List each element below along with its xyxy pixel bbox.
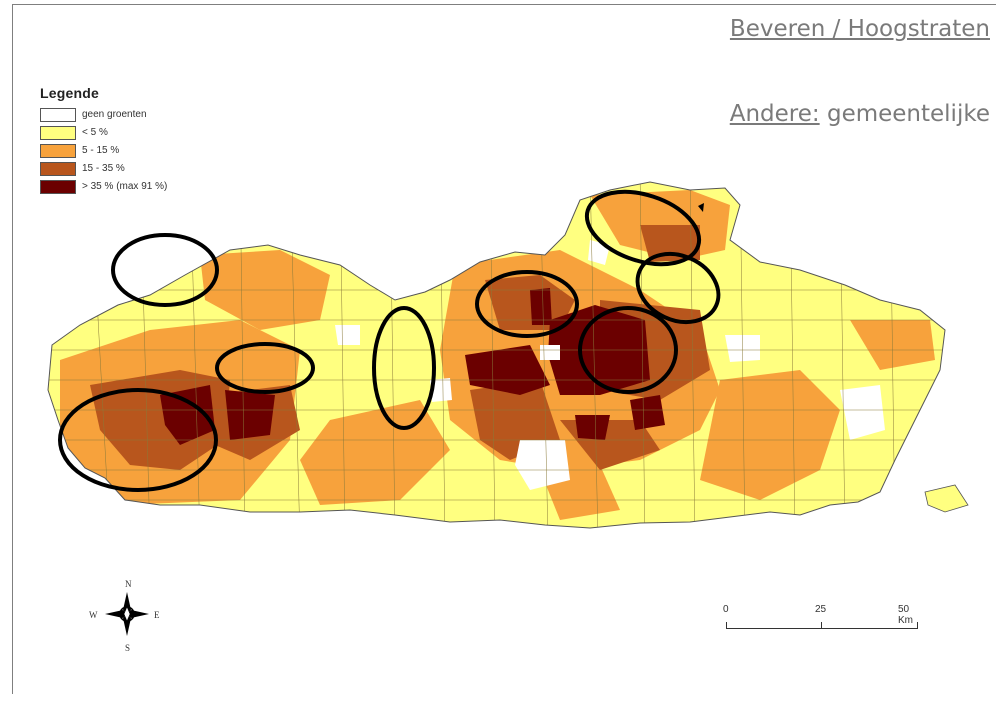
legend-label: 15 - 35 % bbox=[82, 163, 125, 174]
headline-line2-rest: gemeentelijke bbox=[819, 101, 990, 127]
annotation-ellipses bbox=[58, 189, 721, 492]
map-zone-white-center bbox=[515, 440, 570, 490]
legend-swatch-15-35 bbox=[40, 161, 76, 176]
headline-andere: Andere: gemeentelijke bbox=[730, 101, 990, 127]
headline-beveren-hoogstraten: Beveren / Hoogstraten bbox=[730, 16, 990, 42]
map-zone-center-brown bbox=[485, 275, 575, 330]
legend-label: 5 - 15 % bbox=[82, 145, 120, 156]
scale-label-25: 25 bbox=[815, 604, 827, 615]
legend-label: > 35 % (max 91 %) bbox=[82, 181, 168, 192]
map-enclave-north bbox=[698, 203, 704, 212]
slide-frame bbox=[12, 4, 996, 694]
legend-title: Legende bbox=[40, 85, 99, 101]
annotation-ellipse-beveren bbox=[475, 270, 579, 338]
compass-s: S bbox=[125, 643, 130, 653]
headline-line2-underlined: Andere: bbox=[729, 101, 820, 127]
map-legend: Legende geen groenten < 5 % 5 - 15 % 15 … bbox=[40, 85, 167, 197]
map-zone-white-center4 bbox=[540, 345, 560, 360]
annotation-ellipse-west bbox=[58, 388, 218, 492]
compass-w: W bbox=[89, 610, 98, 620]
annotation-ellipse-roeselare bbox=[215, 342, 315, 394]
scale-bar: 0 25 50 Km bbox=[720, 600, 925, 640]
map-zone-east-orange bbox=[700, 370, 840, 500]
map-zone-north-brown bbox=[640, 225, 700, 262]
compass-e: E bbox=[154, 610, 160, 620]
compass-n: N bbox=[125, 579, 132, 589]
legend-item: 5 - 15 % bbox=[40, 143, 167, 158]
scale-label-50: 50 Km bbox=[898, 604, 913, 626]
map-zone-east2-darkred bbox=[630, 395, 665, 430]
map-zone-west-darkred bbox=[160, 385, 215, 445]
legend-item: geen groenten bbox=[40, 107, 167, 122]
scale-tick bbox=[726, 622, 727, 629]
scale-tick bbox=[821, 622, 822, 629]
map-zone-white-east bbox=[840, 385, 885, 440]
legend-label: geen groenten bbox=[82, 109, 147, 120]
legend-swatch-lt5 bbox=[40, 125, 76, 140]
annotation-ellipse-north-east bbox=[635, 251, 721, 325]
legend-item: < 5 % bbox=[40, 125, 167, 140]
annotation-ellipse-coast bbox=[111, 233, 219, 307]
compass-rose-icon: N S E W bbox=[89, 579, 160, 653]
map-enclave-east bbox=[924, 484, 969, 513]
legend-label: < 5 % bbox=[82, 127, 108, 138]
map-zone-white-center2 bbox=[335, 325, 360, 345]
legend-swatch-5-15 bbox=[40, 143, 76, 158]
legend-swatch-gt35 bbox=[40, 179, 76, 194]
map-zone-white-center3 bbox=[430, 378, 452, 402]
legend-item: > 35 % (max 91 %) bbox=[40, 179, 167, 194]
map-zone-center-darkred bbox=[465, 345, 550, 395]
map-zone-south-darkred bbox=[575, 415, 610, 440]
scale-label-0: 0 bbox=[723, 604, 729, 615]
legend-item: 15 - 35 % bbox=[40, 161, 167, 176]
municipality-borders bbox=[48, 182, 945, 528]
headline-line1: Beveren / Hoogstraten bbox=[729, 16, 990, 42]
scale-line bbox=[726, 628, 918, 629]
annotation-ellipse-mechelen bbox=[578, 306, 678, 394]
scale-tick bbox=[917, 622, 918, 629]
legend-swatch-none bbox=[40, 107, 76, 122]
map-outline bbox=[47, 181, 946, 529]
annotation-ellipse-ghent bbox=[372, 306, 436, 430]
map-zone-center-north-darkred bbox=[530, 288, 552, 325]
map-zone-west2-darkred bbox=[225, 390, 275, 440]
annotation-ellipse-hoogstraten bbox=[584, 189, 702, 267]
